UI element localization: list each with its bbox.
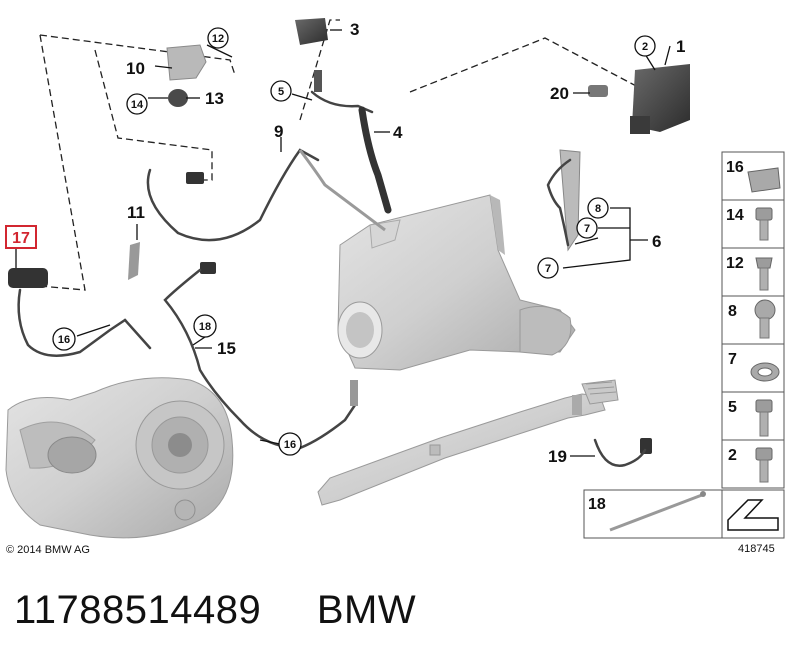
callout-circle-18: 18 bbox=[193, 314, 217, 338]
brand-name: BMW bbox=[316, 588, 417, 632]
callout-13: 13 bbox=[205, 89, 224, 108]
callout-circle-5: 5 bbox=[270, 80, 292, 102]
diagram-number: 418745 bbox=[738, 543, 775, 555]
particulate-filter-illustration bbox=[337, 194, 576, 371]
spring-nut-icon bbox=[747, 167, 781, 193]
svg-text:5: 5 bbox=[278, 86, 284, 98]
flange-bolt-icon bbox=[755, 447, 773, 483]
callout-1: 1 bbox=[676, 37, 685, 56]
pressure-hose-9 bbox=[298, 149, 386, 232]
callout-20: 20 bbox=[550, 84, 569, 103]
callout-circle-7: 7 bbox=[537, 257, 559, 279]
sensor-tip bbox=[572, 395, 582, 415]
callout-4: 4 bbox=[393, 123, 403, 142]
callout-10: 10 bbox=[126, 59, 145, 78]
legend-item-7: 7 bbox=[728, 351, 737, 368]
legend-item-2: 2 bbox=[728, 447, 737, 464]
callout-17-highlighted: 17 bbox=[5, 225, 37, 249]
exhaust-pipe-illustration bbox=[317, 379, 619, 506]
copyright-text: © 2014 BMW AG bbox=[6, 544, 90, 556]
part-number: 11788514489 bbox=[14, 588, 262, 632]
callout-6: 6 bbox=[652, 232, 661, 251]
svg-text:12: 12 bbox=[212, 33, 224, 45]
fastener-legend: 16 14 12 8 7 5 2 bbox=[721, 151, 785, 489]
svg-text:16: 16 bbox=[58, 334, 70, 346]
svg-text:7: 7 bbox=[584, 223, 590, 235]
wiring-and-hoses bbox=[17, 90, 647, 467]
callout-circle-8: 8 bbox=[587, 197, 609, 219]
svg-text:2: 2 bbox=[642, 41, 648, 53]
bolt-icon bbox=[755, 207, 773, 241]
svg-text:18: 18 bbox=[199, 321, 211, 333]
stud-icon bbox=[755, 257, 773, 291]
callout-circle-16: 16 bbox=[52, 327, 76, 351]
callout-circle-14: 14 bbox=[126, 93, 148, 115]
dashed-leaders bbox=[39, 19, 641, 291]
hollow-bolt-icon bbox=[754, 299, 776, 339]
svg-text:7: 7 bbox=[545, 263, 551, 275]
turbocharger-illustration bbox=[5, 377, 234, 539]
legend-item-8: 8 bbox=[728, 303, 737, 320]
svg-text:8: 8 bbox=[595, 203, 601, 215]
svg-text:17: 17 bbox=[12, 230, 30, 247]
vacuum-hose bbox=[358, 106, 392, 214]
svg-text:16: 16 bbox=[284, 439, 296, 451]
part-number-line: 11788514489 BMW bbox=[14, 588, 416, 633]
sensors-and-brackets bbox=[8, 18, 690, 454]
callout-19: 19 bbox=[548, 447, 567, 466]
hex-bolt-icon bbox=[755, 399, 773, 437]
legend-item-18: 18 bbox=[588, 496, 606, 513]
svg-text:14: 14 bbox=[131, 99, 144, 111]
legend-item-14: 14 bbox=[726, 207, 744, 224]
cable-tie-icon bbox=[609, 493, 703, 532]
callout-circle-16: 16 bbox=[278, 432, 302, 456]
sensor-tip bbox=[350, 380, 358, 406]
callout-3: 3 bbox=[350, 20, 359, 39]
cable-tie-box: 18 bbox=[583, 489, 785, 539]
callout-15: 15 bbox=[217, 339, 236, 358]
callout-circle-12: 12 bbox=[207, 27, 229, 49]
arrow-icon bbox=[727, 499, 779, 531]
callout-9: 9 bbox=[274, 122, 283, 141]
callouts: 1 3 4 6 9 10 11 13 15 19 20 12 14 5 2 8 bbox=[5, 20, 685, 466]
callout-circle-7: 7 bbox=[576, 217, 598, 239]
legend-item-16: 16 bbox=[726, 159, 744, 176]
callout-circle-2: 2 bbox=[634, 35, 656, 57]
sealing-ring-icon bbox=[750, 362, 780, 382]
legend-item-5: 5 bbox=[728, 399, 737, 416]
legend-item-12: 12 bbox=[726, 255, 744, 272]
callout-11: 11 bbox=[127, 203, 145, 222]
